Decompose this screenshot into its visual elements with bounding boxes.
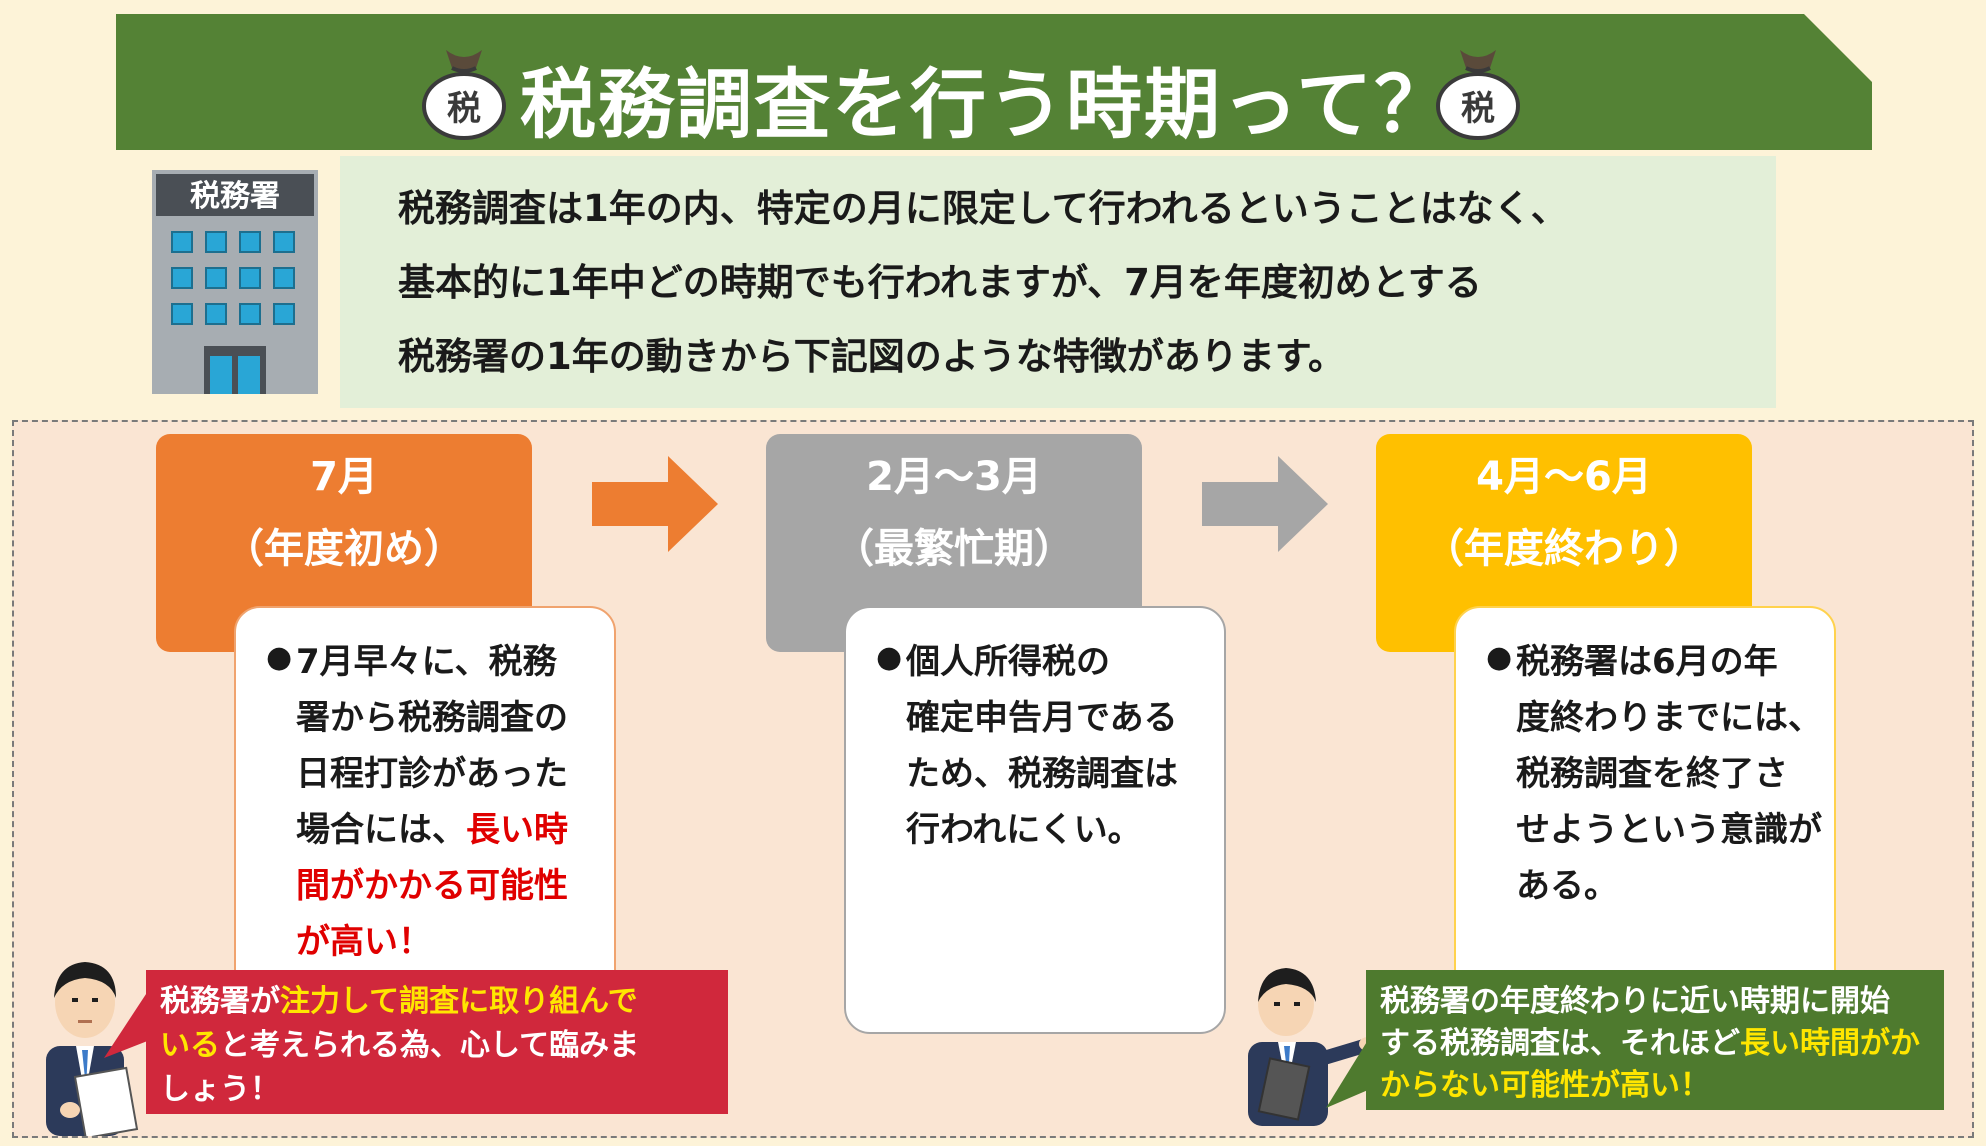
note-card-apr-jun: ● 税務署は6月の年 度終わりまでには、 税務調査を終了さ せようという意識が … [1454,606,1836,1032]
note-line: 日程打診があった [296,754,568,794]
callout-highlight: 注力して調査に取り組んで [280,984,638,1019]
callout-text: と考えられる為、心して臨みま [220,1028,640,1063]
note-line: ため、税務調査は [906,754,1178,794]
callout-line: する税務調査は、それほど長い時間がか [1380,1018,1920,1062]
callout-highlight: からない可能性が高い！ [1380,1068,1710,1103]
bullet-icon: ● [876,640,903,675]
callout-line: 税務署が注力して調査に取り組んで [160,976,638,1020]
callout-tail [104,988,150,1058]
bullet-icon: ● [266,640,293,675]
note-line: せようという意識が [1516,810,1822,850]
building-sign: 税務署 [190,179,280,214]
period-month: 4月～6月 [1476,454,1652,500]
period-month: 7月 [310,454,378,500]
note-highlight: 間がかかる可能性 [296,866,568,906]
period-phase: （年度初め） [224,526,464,572]
note-card-july: ● 7月早々に、税務 署から税務調査の 日程打診があった 場合には、長い時 間が… [234,606,616,1032]
note-card-feb-mar: ● 個人所得税の 確定申告月である ため、税務調査は 行われにくい。 [844,606,1226,1034]
tax-office-building-icon: 税務署 [152,170,318,394]
arrow-right-icon [592,456,718,552]
note-line: 7月早々に、税務 [296,642,557,682]
callout-line: いると考えられる為、心して臨みま [160,1020,639,1064]
callout-tail [1326,1040,1368,1108]
callout-highlight: いる [160,1028,220,1063]
note-line: 確定申告月である [906,698,1178,738]
callout-right: 税務署の年度終わりに近い時期に開始 する税務調査は、それほど長い時間がか からな… [1366,970,1944,1110]
title-banner [116,14,1872,150]
tax-money-bag-icon: 税 [422,50,506,140]
note-line: 個人所得税の [906,642,1110,682]
note-highlight: 長い時 [466,810,568,850]
callout-text: 税務署の年度終わりに近い時期に開始 [1380,984,1890,1019]
period-phase: （最繁忙期） [834,526,1074,572]
note-line: 税務署は6月の年 [1516,642,1778,682]
intro-line: 税務署の1年の動きから下記図のような特徴があります。 [398,335,1346,378]
note-line: 税務調査を終了さ [1516,754,1788,794]
page-title: 税務調査を行う時期って？ [520,60,1453,149]
note-line: 場合には、長い時 [296,802,568,851]
bullet-icon: ● [1486,640,1513,675]
callout-text: 税務署が [160,984,280,1019]
bag-label: 税 [1461,89,1495,129]
callout-text: しょう！ [160,1072,280,1107]
tax-money-bag-icon: 税 [1436,50,1520,140]
note-line: ある。 [1516,866,1618,906]
arrow-right-icon [1202,456,1328,552]
bag-label: 税 [447,89,481,129]
intro-line: 基本的に1年中どの時期でも行われますが、7月を年度初めとする [398,261,1482,304]
note-highlight: が高い！ [296,922,432,962]
intro-panel: 税務調査は1年の内、特定の月に限定して行われるということはなく、 基本的に1年中… [340,156,1776,408]
period-month: 2月～3月 [866,454,1042,500]
intro-line: 税務調査は1年の内、特定の月に限定して行われるということはなく、 [398,187,1568,230]
businessman-with-document-icon [46,962,139,1136]
note-line: 度終わりまでには、 [1516,698,1822,738]
note-line: 署から税務調査の [296,698,568,738]
note-line: 行われにくい。 [906,810,1142,850]
callout-text: する税務調査は、それほど [1380,1026,1740,1061]
callout-highlight: 長い時間がか [1740,1026,1920,1061]
note-text: 場合には、 [296,810,466,850]
callout-left: 税務署が注力して調査に取り組んで いると考えられる為、心して臨みま しょう！ [146,970,728,1114]
businessman-with-tablet-icon [1248,968,1377,1126]
period-phase: （年度終わり） [1424,526,1704,572]
